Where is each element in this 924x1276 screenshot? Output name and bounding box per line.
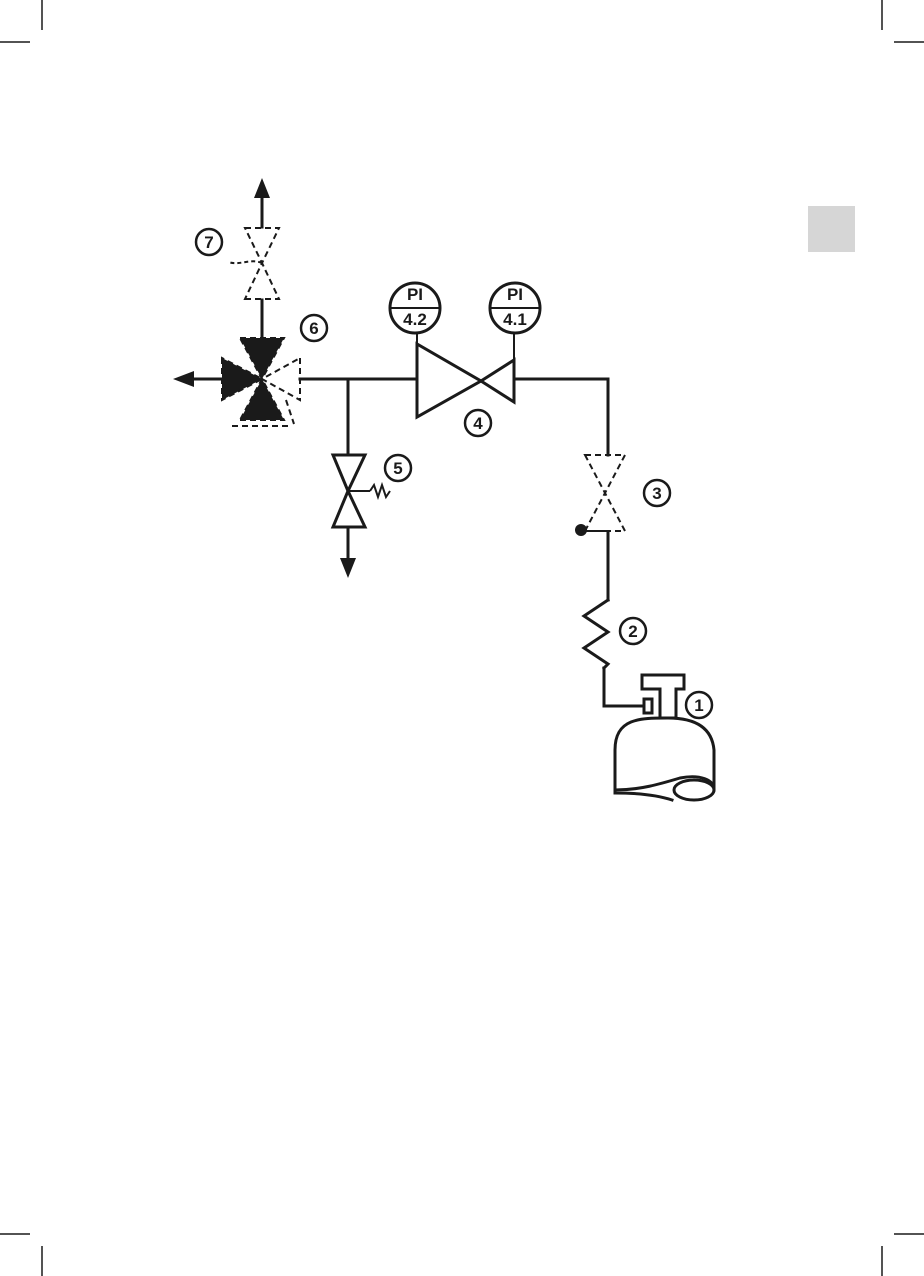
valve-3-shutoff bbox=[575, 455, 625, 536]
callout-7: 7 bbox=[196, 229, 222, 255]
callout-2: 2 bbox=[620, 618, 646, 644]
callout-7-label: 7 bbox=[204, 233, 213, 252]
gauge-4-1: PI 4.1 bbox=[490, 283, 540, 333]
callout-4-label: 4 bbox=[473, 414, 483, 433]
callout-5: 5 bbox=[385, 455, 411, 481]
callout-2-label: 2 bbox=[628, 622, 637, 641]
valve-5-relief bbox=[333, 379, 390, 578]
gauge-4-2-top-label: PI bbox=[407, 285, 423, 304]
callout-3-label: 3 bbox=[652, 484, 661, 503]
gauge-4-2: PI 4.2 bbox=[390, 283, 440, 333]
gauge-4-2-bottom-label: 4.2 bbox=[403, 310, 427, 329]
callout-1: 1 bbox=[686, 692, 712, 718]
callout-3: 3 bbox=[644, 480, 670, 506]
flexible-hose-2 bbox=[584, 600, 608, 668]
valve-6-multiport bbox=[222, 338, 300, 426]
callout-6: 6 bbox=[301, 315, 327, 341]
callout-1-label: 1 bbox=[694, 696, 703, 715]
callout-6-label: 6 bbox=[309, 319, 318, 338]
callout-4: 4 bbox=[465, 410, 491, 436]
valve-3-pivot-dot bbox=[575, 524, 587, 536]
gauge-4-1-bottom-label: 4.1 bbox=[503, 310, 527, 329]
regulator-4 bbox=[417, 333, 514, 417]
valve-7-vent bbox=[228, 178, 279, 338]
callout-5-label: 5 bbox=[393, 459, 402, 478]
outlet-arrow-left bbox=[173, 371, 222, 387]
gauge-4-1-top-label: PI bbox=[507, 285, 523, 304]
